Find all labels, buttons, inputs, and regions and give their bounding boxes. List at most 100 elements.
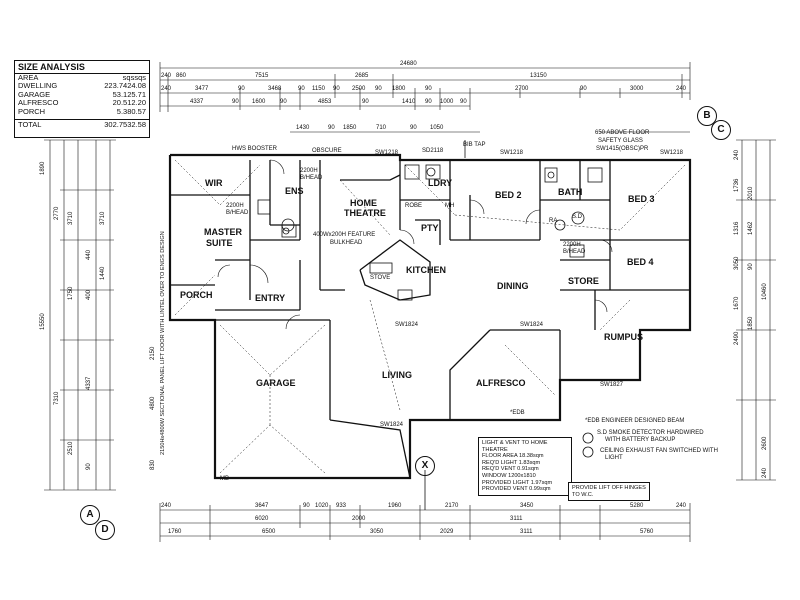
section-marker-a: A [80,505,100,525]
dim-top: 1000 [440,99,454,105]
total-value-b: 32.58 [127,119,146,129]
dim-bottom: 5280 [630,503,644,509]
room-label-kitchen: KITCHEN [406,265,446,275]
dim-left: 15550 [40,313,46,330]
dim-top: 90 [425,99,432,105]
room-label-ldry: LDRY [428,178,453,188]
head-note: 2200H [563,242,581,248]
dim-left: 2510 [68,441,74,455]
dim-left: 90 [86,463,92,470]
dim-bottom: 3111 [510,516,523,522]
table-row: GARAGE 53.12 5.71 [15,89,149,100]
vent-line: FLOOR AREA 18.38sqm [482,453,544,460]
size-analysis-table: SIZE ANALYSIS AREA sqs sqs DWELLING 223.… [14,60,150,138]
feature-note: 400Wx200H FEATURE [313,232,376,238]
dim-right: 3050 [734,256,740,270]
dim-left: 7310 [54,391,60,405]
section-marker-c: C [711,120,731,140]
dim-left: 4337 [86,376,92,390]
dim-top: 13150 [530,73,547,79]
dim-top: 90 [232,99,239,105]
dim-bottom: 90 [303,503,310,509]
dim-left: 3710 [68,211,74,225]
above-floor-note: 650 ABOVE FLOOR [595,130,650,136]
garage-door-note: 2150Hx4800W SECTIONAL PANEL LIFT DOOR WI… [160,231,166,455]
dim-top: 90 [375,86,382,92]
head-note: B/HEAD [300,175,323,181]
lift-line: PROVIDE LIFT OFF HINGES [572,485,646,491]
dim-top: 90 [362,99,369,105]
row-value-a: 5.38 [116,106,132,116]
room-label-pty: PTY [421,223,439,233]
dim-left: 1750 [68,286,74,300]
legend-fan-1: CEILING EXHAUST FAN SWITCHED WITH [600,448,718,454]
total-name: TOTAL [18,119,42,129]
bib-tap-note: BIB TAP [463,142,486,148]
total-value-a: 302.75 [104,119,128,129]
dim-top: 90 [410,125,417,131]
size-analysis-header-row: AREA sqs sqs [15,73,149,83]
sw-code: SW1824 [395,322,419,328]
dim-top: 90 [460,99,467,105]
interior-walls [170,160,690,479]
room-label-bed3: BED 3 [628,194,655,204]
section-marker-x: X [415,456,435,476]
dim-right: 90 [748,263,754,270]
dim-top: 90 [328,125,335,131]
obscure-note: OBSCURE [312,148,342,154]
vent-line: REQ'D LIGHT 1.83sqm [482,459,541,466]
dim-bottom: 1760 [168,529,182,535]
top-dimension-lines [159,62,691,133]
mb-note: MB [220,476,229,482]
vent-calculation-box: LIGHT & VENT TO HOME THEATRE FLOOR AREA … [478,437,572,496]
row-value-b: 2.20 [131,98,146,108]
room-label-bed4: BED 4 [627,257,654,267]
dim-top: 90 [333,86,340,92]
dim-top: 1600 [252,99,266,105]
dim-right: 2490 [734,331,740,345]
dim-top: 4337 [190,99,204,105]
dim-bottom: 3050 [370,529,384,535]
sw-code: SW1827 [600,382,624,388]
row-name: GARAGE [18,89,51,99]
dim-bottom: 6020 [255,516,269,522]
room-label-rumpus: RUMPUS [604,332,644,342]
bulkhead-note: BULKHEAD [330,240,363,246]
room-label-dining: DINING [497,281,529,291]
dim-left: 3710 [100,211,106,225]
room-label-store: STORE [568,276,599,286]
left-dimension-lines [44,139,116,491]
dim-bottom: 3111 [520,529,533,535]
room-label-theatre: THEATRE [344,208,386,218]
fixtures [257,164,603,301]
dim-top: 7515 [255,73,269,79]
table-row: ALFRESCO 20.51 2.20 [15,99,149,108]
sw-code: SW1824 [380,422,404,428]
row-value-b: 0.57 [131,106,146,116]
table-row: PORCH 5.38 0.57 [15,106,149,117]
legend-edb: *EDB ENGINEER DESIGNED BEAM [585,418,685,424]
dim-left: 1440 [100,266,106,280]
dim-bottom: 1960 [388,503,402,509]
legend-sd-2: WITH BATTERY BACKUP [605,437,676,443]
dim-bottom: 1020 [315,503,329,509]
sw-code: SW1218 [660,150,684,156]
dim-bottom: 2000 [352,516,366,522]
vent-line: PROVIDED LIGHT 1.97sqm [482,479,553,486]
dim-bottom: 933 [336,503,347,509]
bottom-dimension-lines [159,503,691,542]
dim-overall: 24680 [400,61,417,67]
dim-left: 2770 [54,206,60,220]
dim-top: 90 [238,86,245,92]
dim-left: 1890 [40,161,46,175]
sd-label-note: SD2118 [422,148,444,154]
section-marker-b: B [697,106,717,126]
ra-note: RA [549,218,558,224]
dim-bottom: 240 [161,503,172,509]
right-dimension-lines [736,139,776,481]
safety-glass-note: SAFETY GLASS [598,138,643,144]
dim-top: 2500 [352,86,366,92]
booster-note: HWS BOOSTER [232,146,278,152]
roof-hip-lines [174,159,686,474]
dim-bottom: 3450 [520,503,534,509]
